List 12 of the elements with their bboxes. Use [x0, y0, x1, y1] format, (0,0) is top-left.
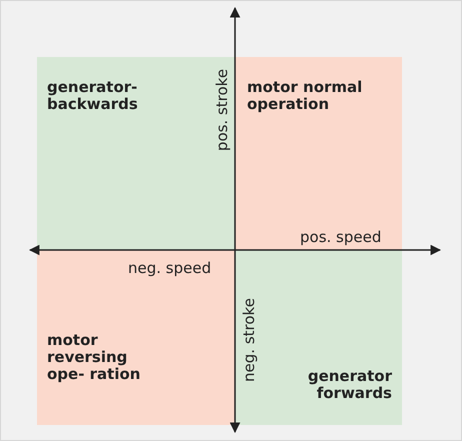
- quadrant-title: generator- backwards: [47, 79, 139, 113]
- quadrant-title: motor reversing ope- ration: [47, 332, 142, 383]
- quadrant-panel: [235, 57, 402, 250]
- axis-label: pos. speed: [300, 228, 382, 246]
- axis-label: pos. stroke: [213, 68, 232, 152]
- quadrant-panel: [37, 250, 235, 425]
- quadrant-title: motor normal operation: [247, 79, 364, 113]
- axis-label: neg. stroke: [240, 298, 258, 382]
- axis-label: neg. speed: [128, 259, 212, 277]
- quadrant-panel: [235, 250, 402, 425]
- quadrant-panel: [37, 57, 235, 250]
- quadrant-title: generator forwards: [306, 368, 392, 402]
